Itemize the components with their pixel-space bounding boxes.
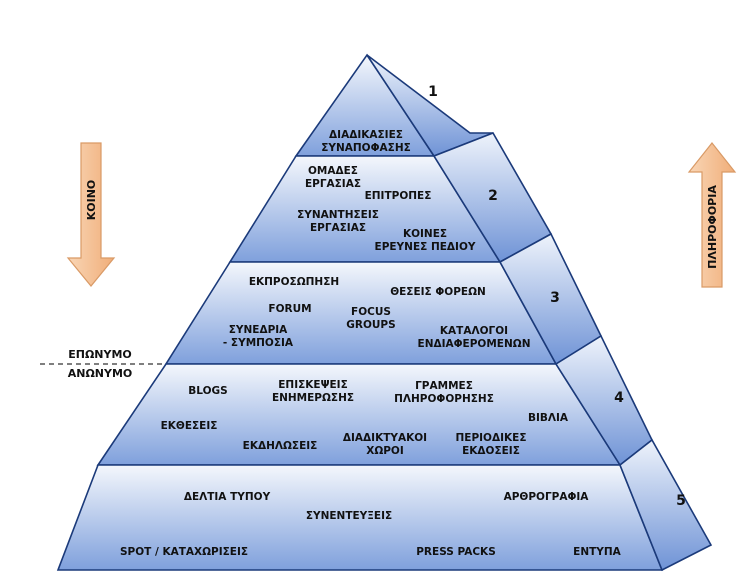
tier-2-label: ΚΟΙΝΕΣ bbox=[403, 228, 447, 240]
tier-2-label: ΣΥΝΑΝΤΗΣΕΙΣ bbox=[297, 209, 379, 221]
tier-5-number: 5 bbox=[676, 493, 686, 509]
tier-4-label: ΔΙΑΔΙΚΤΥΑΚΟΙ bbox=[343, 432, 427, 444]
tier-4-label: ΕΚΔΟΣΕΙΣ bbox=[462, 445, 520, 457]
tier-4-label: ΕΠΙΣΚΕΨΕΙΣ bbox=[278, 379, 348, 391]
tier-4-number: 4 bbox=[614, 390, 624, 406]
tier-2-number: 2 bbox=[488, 188, 498, 204]
tier-3-label: ΘΕΣΕΙΣ ΦΟΡΕΩΝ bbox=[390, 286, 486, 298]
tier-3-label: ΕΝΔΙΑΦΕΡΟΜΕΝΩΝ bbox=[418, 338, 531, 350]
tier-5-label: PRESS PACKS bbox=[416, 546, 496, 558]
tier-5-label: ΔΕΛΤΙΑ ΤΥΠΟΥ bbox=[184, 491, 271, 503]
tier-3-label: ΣΥΝΕΔΡΙΑ bbox=[229, 324, 288, 336]
tier-3-label: FOCUS bbox=[351, 306, 391, 318]
tier-4-label: ΠΛΗΡΟΦΟΡΗΣΗΣ bbox=[394, 393, 494, 405]
tier-3-label: FORUM bbox=[268, 303, 311, 315]
divider-bottom-label: ΑΝΩΝΥΜΟ bbox=[68, 367, 133, 380]
divider-top-label: ΕΠΩΝΥΜΟ bbox=[68, 348, 132, 361]
tier-2-label: ΕΡΕΥΝΕΣ ΠΕΔΙΟΥ bbox=[375, 241, 476, 253]
tier-4-label: ΒΙΒΛΙΑ bbox=[528, 412, 569, 424]
tier-5-side bbox=[619, 438, 713, 572]
tier-5-label: ΕΝΤΥΠΑ bbox=[573, 546, 622, 558]
left-arrow-label: ΚΟΙΝΟ bbox=[85, 180, 98, 221]
tier-2-label: ΟΜΑΔΕΣ bbox=[308, 165, 358, 177]
tier-3-label: ΕΚΠΡΟΣΩΠΗΣΗ bbox=[249, 276, 339, 288]
tier-3-number: 3 bbox=[550, 290, 560, 306]
tier-3-label: ΚΑΤΑΛΟΓΟΙ bbox=[440, 325, 508, 337]
tier-5-label: ΑΡΘΡΟΓΡΑΦΙΑ bbox=[504, 491, 590, 503]
tier-5-label: ΣΥΝΕΝΤΕΥΞΕΙΣ bbox=[306, 510, 392, 522]
right-arrow-label: ΠΛΗΡΟΦΟΡΙΑ bbox=[706, 185, 719, 269]
tier-4-label: ΕΚΔΗΛΩΣΕΙΣ bbox=[243, 440, 318, 452]
down-arrow-icon bbox=[66, 142, 116, 287]
tier-4-label: ΠΕΡΙΟΔΙΚΕΣ bbox=[455, 432, 526, 444]
tier-2-label: ΕΡΓΑΣΙΑΣ bbox=[310, 222, 366, 234]
tier-3-label: GROUPS bbox=[346, 319, 395, 331]
up-arrow-icon bbox=[687, 142, 737, 288]
tier-2-label: ΕΠΙΤΡΟΠΕΣ bbox=[365, 190, 432, 202]
tier-4-label: ΓΡΑΜΜΕΣ bbox=[415, 380, 473, 392]
tier-1-label: ΣΥΝΑΠΟΦΑΣΗΣ bbox=[321, 142, 411, 154]
tier-4-label: ΕΝΗΜΕΡΩΣΗΣ bbox=[272, 392, 354, 404]
tier-5-label: SPOT / ΚΑΤΑΧΩΡΙΣΕΙΣ bbox=[120, 546, 248, 558]
tier-1-label: ΔΙΑΔΙΚΑΣΙΕΣ bbox=[329, 129, 403, 141]
tier-2-label: ΕΡΓΑΣΙΑΣ bbox=[305, 178, 361, 190]
tier-3-label: - ΣΥΜΠΟΣΙΑ bbox=[223, 337, 294, 349]
tier-4-label: BLOGS bbox=[188, 385, 227, 397]
tier-4-label: ΧΩΡΟΙ bbox=[366, 445, 404, 457]
tier-4-label: ΕΚΘΕΣΕΙΣ bbox=[161, 420, 218, 432]
tier-1-number: 1 bbox=[428, 84, 438, 100]
